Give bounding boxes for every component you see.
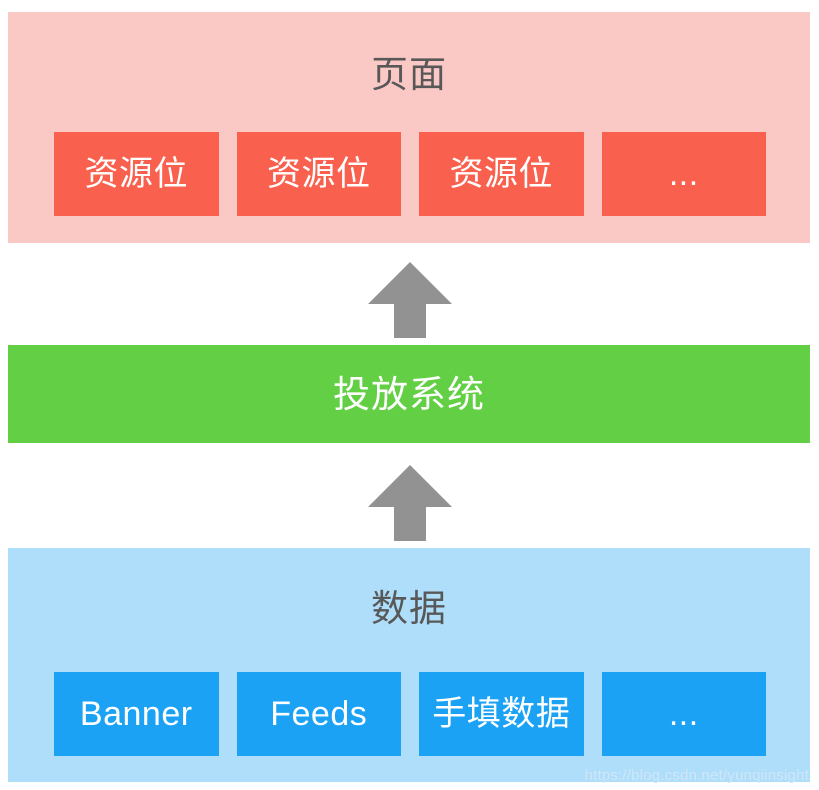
resource-slot-box-more[interactable]: ... <box>601 132 766 216</box>
resource-slot-box-3[interactable]: 资源位 <box>419 132 584 216</box>
data-layer-container: 数据 Banner Feeds 手填数据 ... <box>8 548 810 782</box>
page-layer-container: 页面 资源位 资源位 资源位 ... <box>8 12 810 243</box>
data-source-box-feeds[interactable]: Feeds <box>236 672 401 756</box>
resource-slot-box-2[interactable]: 资源位 <box>236 132 401 216</box>
data-source-box-manual[interactable]: 手填数据 <box>419 672 584 756</box>
delivery-system-bar[interactable]: 投放系统 <box>8 345 810 443</box>
resource-slot-box-1[interactable]: 资源位 <box>54 132 219 216</box>
arrow-up-data-to-delivery-icon <box>368 465 452 541</box>
data-source-row: Banner Feeds 手填数据 ... <box>54 672 766 756</box>
data-source-box-more[interactable]: ... <box>601 672 766 756</box>
arrow-up-delivery-to-page-icon <box>368 262 452 338</box>
data-layer-title: 数据 <box>371 588 447 629</box>
data-source-box-banner[interactable]: Banner <box>54 672 219 756</box>
delivery-system-label: 投放系统 <box>333 373 485 415</box>
page-layer-title: 页面 <box>371 54 447 95</box>
page-resource-slot-row: 资源位 资源位 资源位 ... <box>54 132 766 216</box>
watermark-text: https://blog.csdn.net/yunqiinsight <box>584 767 809 784</box>
